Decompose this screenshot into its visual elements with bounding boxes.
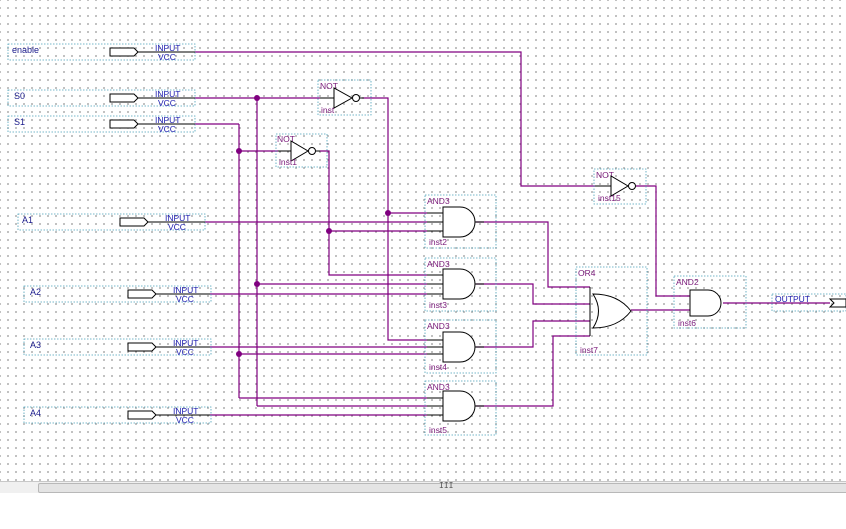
svg-text:AND3: AND3	[427, 259, 450, 269]
blank-area	[0, 493, 846, 529]
junction-dot	[236, 351, 242, 357]
svg-text:VCC: VCC	[158, 124, 176, 134]
svg-text:inst15: inst15	[598, 193, 621, 203]
svg-text:A3: A3	[30, 340, 41, 350]
and3-gate-inst4[interactable]: AND3 inst4	[424, 319, 497, 374]
svg-text:S1: S1	[14, 117, 25, 127]
svg-text:OR4: OR4	[578, 268, 596, 278]
svg-text:inst2: inst2	[429, 237, 447, 247]
or4-gate-inst7[interactable]: OR4 inst7	[575, 266, 648, 356]
svg-text:VCC: VCC	[158, 52, 176, 62]
svg-text:A2: A2	[30, 287, 41, 297]
svg-text:INPUT: INPUT	[173, 406, 199, 416]
svg-text:AND3: AND3	[427, 321, 450, 331]
junction-dot	[326, 228, 332, 234]
input-pin-enable[interactable]: enable INPUT VCC	[7, 43, 196, 62]
not-gate-inst15[interactable]: NOT inst15	[593, 168, 647, 205]
input-pin-s0[interactable]: S0 INPUT VCC	[7, 89, 196, 108]
svg-text:OUTPUT: OUTPUT	[775, 294, 810, 304]
svg-text:inst: inst	[321, 105, 335, 115]
svg-text:NOT: NOT	[320, 81, 338, 91]
svg-text:A4: A4	[30, 408, 41, 418]
svg-text:inst3: inst3	[429, 300, 447, 310]
junction-dot	[254, 281, 260, 287]
svg-text:INPUT: INPUT	[155, 43, 181, 53]
input-pin-a2[interactable]: A2 INPUT VCC	[23, 285, 212, 304]
svg-text:INPUT: INPUT	[165, 213, 191, 223]
svg-text:VCC: VCC	[176, 294, 194, 304]
junctions	[236, 95, 391, 357]
and2-gate-inst6[interactable]: AND2 inst6	[673, 275, 747, 329]
svg-text:VCC: VCC	[168, 222, 186, 232]
svg-text:INPUT: INPUT	[173, 338, 199, 348]
svg-text:NOT: NOT	[596, 170, 614, 180]
junction-dot	[385, 210, 391, 216]
not-gate-inst1[interactable]: NOT inst1	[275, 133, 328, 168]
and3-gate-inst3[interactable]: AND3 inst3	[424, 257, 497, 312]
input-pin-a4[interactable]: A4 INPUT VCC	[23, 406, 212, 425]
svg-text:INPUT: INPUT	[155, 89, 181, 99]
junction-dot	[254, 95, 260, 101]
svg-text:AND3: AND3	[427, 196, 450, 206]
input-pin-a1[interactable]: A1 INPUT VCC	[17, 213, 206, 232]
output-pin[interactable]: OUTPUT	[771, 293, 846, 312]
svg-text:VCC: VCC	[158, 98, 176, 108]
scrollbar-thumb[interactable]: III	[38, 481, 846, 493]
not-gate-inst[interactable]: NOT inst	[317, 79, 372, 116]
input-pin-a3[interactable]: A3 INPUT VCC	[23, 338, 212, 357]
svg-text:S0: S0	[14, 91, 25, 101]
svg-text:VCC: VCC	[176, 415, 194, 425]
svg-text:enable: enable	[12, 45, 39, 55]
svg-text:NOT: NOT	[277, 134, 295, 144]
scrollbar-grip-icon: III	[439, 481, 454, 490]
junction-dot	[236, 148, 242, 154]
schematic-canvas[interactable]	[0, 0, 846, 481]
and3-gate-inst2[interactable]: AND3 inst2	[424, 194, 497, 249]
svg-text:VCC: VCC	[176, 347, 194, 357]
svg-text:inst5: inst5	[429, 425, 447, 435]
svg-text:AND2: AND2	[676, 277, 699, 287]
input-pin-s1[interactable]: S1 INPUT VCC	[7, 115, 196, 134]
svg-text:A1: A1	[22, 215, 33, 225]
horizontal-scrollbar[interactable]: III	[0, 481, 846, 493]
svg-text:inst7: inst7	[580, 345, 598, 355]
and3-gate-inst5[interactable]: AND3 inst5	[424, 380, 497, 436]
svg-text:inst6: inst6	[678, 318, 696, 328]
svg-text:INPUT: INPUT	[173, 285, 199, 295]
svg-text:inst1: inst1	[279, 157, 297, 167]
svg-text:inst4: inst4	[429, 362, 447, 372]
schematic-diagram[interactable]: enable INPUT VCC S0 INPUT VCC S1 INPUT V…	[0, 0, 846, 481]
svg-text:INPUT: INPUT	[155, 115, 181, 125]
wires	[195, 51, 830, 416]
svg-text:AND3: AND3	[427, 382, 450, 392]
